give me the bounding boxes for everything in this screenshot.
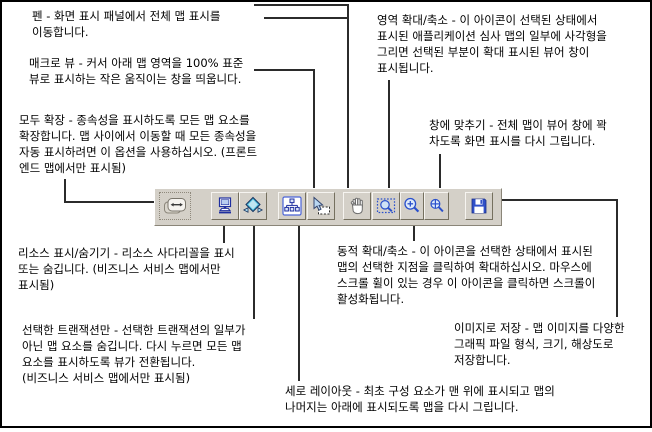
- callout-text-line: 저장합니다.: [454, 353, 511, 367]
- expand-all-icon: [164, 198, 186, 214]
- callout-text-line: 모두 확장 - 종속성을 표시하도록 모든 맵 요소를: [19, 113, 250, 127]
- callout-text-line: 뷰로 표시하는 작은 움직이는 창을 띄웁니다.: [29, 72, 242, 86]
- callout-text-line: 스크롤 휠이 있는 경우 이 아이콘을 클릭하면 스크롤이: [337, 276, 596, 290]
- resource-show-hide-icon: [218, 197, 232, 214]
- connector-vlayout-vert: [298, 224, 300, 381]
- area-zoom-icon: [376, 198, 396, 214]
- save-image-icon: [471, 198, 487, 214]
- callout-text-line: 또는 숨깁니다. (비즈니스 서비스 맵에서만: [18, 262, 221, 276]
- callout-text-line: 리소스 표시/숨기기 - 리소스 사다리꼴을 표시: [18, 246, 235, 260]
- fit-to-window-button[interactable]: [424, 192, 449, 220]
- vertical-layout-icon: [282, 196, 302, 216]
- connector-pan-mid: [264, 17, 349, 19]
- callout-text-line: 선택한 트랜잭션만 - 선택한 트랜잭션의 일부가: [22, 323, 246, 337]
- callout-vertical-layout: 세로 레이아웃 - 최초 구성 요소가 맨 위에 표시되고 맵의 나머지는 아래…: [285, 383, 555, 415]
- pan-button[interactable]: [343, 192, 371, 220]
- macro-view-button[interactable]: [307, 192, 335, 220]
- callout-macro-view: 매크로 뷰 - 커서 아래 맵 영역을 100% 표준 뷰로 표시하는 작은 움…: [29, 55, 243, 87]
- callout-text-line: 매크로 뷰 - 커서 아래 맵 영역을 100% 표준: [29, 56, 244, 70]
- callout-area-zoom: 영역 확대/축소 - 이 아이콘이 선택된 상태에서 표시된 애플리케이션 심사…: [377, 12, 607, 76]
- callout-resource-show-hide: 리소스 표시/숨기기 - 리소스 사다리꼴을 표시 또는 숨깁니다. (비즈니스…: [18, 245, 235, 293]
- callout-text-line: 이동합니다.: [32, 25, 89, 39]
- connector-fit-vert: [439, 154, 441, 188]
- callout-text-line: 그래픽 파일 형식, 크기, 해상도로: [454, 337, 614, 351]
- callout-text-line: 차도록 화면 표시를 다시 그립니다.: [429, 134, 596, 148]
- connector-macro-vert: [313, 69, 315, 188]
- selected-transactions-icon: [243, 196, 263, 213]
- connector-pan-vert: [347, 4, 349, 188]
- pan-hand-icon: [350, 197, 363, 215]
- macro-view-icon: [313, 196, 330, 215]
- connector-resource-vert: [223, 224, 225, 243]
- connector-expand-horiz: [64, 201, 159, 203]
- callout-fit-to-window: 창에 맞추기 - 전체 맵이 뷰어 창에 꽉 차도록 화면 표시를 다시 그립니…: [429, 117, 607, 149]
- connector-pan-top: [254, 4, 349, 6]
- callout-text-line: 나머지는 아래에 표시되도록 맵을 다시 그립니다.: [285, 400, 519, 414]
- connector-expand-vert: [64, 179, 66, 203]
- callout-text-line: 자동 표시하려면 이 옵션을 사용하십시오. (프론트: [19, 145, 258, 159]
- connector-save-horiz: [494, 199, 618, 201]
- callout-text-line: 표시된 애플리케이션 심사 맵의 일부에 사각형을: [377, 29, 607, 43]
- expand-all-button[interactable]: [159, 192, 191, 220]
- connector-dynamic-vert: [413, 224, 415, 241]
- callout-text-line: 요소를 표시하도록 뷰가 전환됩니다.: [22, 355, 196, 369]
- callout-selected-transactions: 선택한 트랜잭션만 - 선택한 트랜잭션의 일부가 아닌 맵 요소를 숨깁니다.…: [22, 322, 245, 386]
- connector-selected-vert: [253, 224, 255, 319]
- callout-text-line: 이미지로 저장 - 맵 이미지를 다양한: [454, 321, 625, 335]
- callout-dynamic-zoom: 동적 확대/축소 - 이 아이콘을 선택한 상태에서 표시된 맵의 선택한 지점…: [337, 243, 595, 307]
- save-image-button[interactable]: [465, 192, 493, 220]
- callout-text-line: 확장합니다. 맵 사이에서 이동할 때 모든 종속성을: [19, 129, 257, 143]
- callout-text-line: 활성화됩니다.: [337, 292, 405, 306]
- connector-save-vert: [616, 199, 618, 317]
- callout-text-line: (비즈니스 서비스 맵에서만 표시됨): [22, 371, 191, 385]
- fit-to-window-icon: [429, 198, 444, 213]
- callout-text-line: 아닌 맵 요소를 숨깁니다. 다시 누르면 모든 맵: [22, 339, 242, 353]
- callout-text-line: 표시됨): [18, 278, 55, 292]
- resource-show-hide-button[interactable]: [211, 192, 239, 220]
- callout-text-line: 세로 레이아웃 - 최초 구성 요소가 맨 위에 표시되고 맵의: [285, 384, 555, 398]
- selected-transactions-button[interactable]: [239, 192, 267, 220]
- callout-text-line: 동적 확대/축소 - 이 아이콘을 선택한 상태에서 표시된: [337, 244, 593, 258]
- callout-text-line: 표시됩니다.: [377, 61, 434, 75]
- callout-text-line: 영역 확대/축소 - 이 아이콘이 선택된 상태에서: [377, 13, 598, 27]
- callout-expand-all: 모두 확장 - 종속성을 표시하도록 모든 맵 요소를 확장합니다. 맵 사이에…: [19, 112, 257, 176]
- dynamic-zoom-button[interactable]: [400, 192, 424, 220]
- connector-area-zoom-vert: [388, 80, 390, 188]
- callout-text-line: 그리면 선택된 부분이 확대 표시된 뷰어 창이: [377, 45, 590, 59]
- callout-save-image: 이미지로 저장 - 맵 이미지를 다양한 그래픽 파일 형식, 크기, 해상도로…: [454, 320, 625, 368]
- map-viewer-toolbar: [154, 188, 502, 226]
- callout-text-line: 창에 맞추기 - 전체 맵이 뷰어 창에 꽉: [429, 118, 607, 132]
- callout-text-line: 펜 - 화면 표시 패널에서 전체 맵 표시를: [32, 9, 221, 23]
- dynamic-zoom-icon: [404, 197, 420, 213]
- area-zoom-button[interactable]: [372, 192, 400, 220]
- callout-pan: 펜 - 화면 표시 패널에서 전체 맵 표시를 이동합니다.: [32, 8, 220, 40]
- callout-text-line: 엔드 맵에서만 표시됨): [19, 161, 127, 175]
- connector-macro-horiz: [254, 69, 315, 71]
- callout-text-line: 맵의 선택한 지점을 클릭하여 확대하십시오. 마우스에: [337, 260, 592, 274]
- vertical-layout-button[interactable]: [278, 192, 306, 220]
